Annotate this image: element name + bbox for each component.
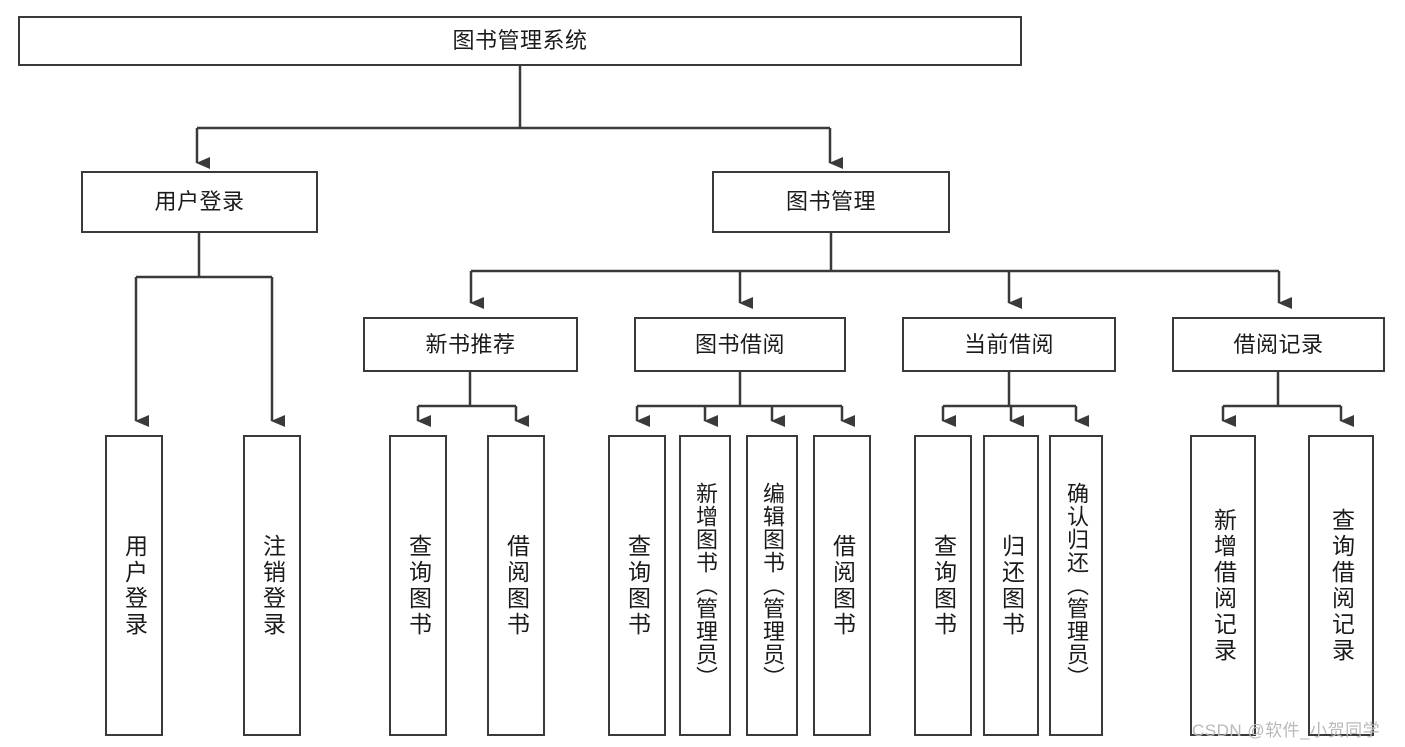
node-leaf-borrow-book-1-label: 借阅图书 [503, 533, 530, 638]
node-leaf-query-book-1-label: 查询图书 [405, 533, 432, 638]
node-leaf-query-borrow-record-label: 查询借阅记录 [1328, 507, 1355, 664]
node-leaf-edit-book-admin-label: 编辑图书（管理员） [760, 482, 785, 689]
node-user-login[interactable]: 用户登录 [81, 171, 318, 233]
node-leaf-confirm-return-admin-label: 确认归还（管理员） [1064, 482, 1089, 689]
node-leaf-return-book-label: 归还图书 [998, 533, 1025, 638]
edge-currentborrow-to-leaves [941, 372, 1089, 427]
node-leaf-user-login[interactable]: 用户登录 [105, 435, 163, 736]
node-leaf-borrow-book-1[interactable]: 借阅图书 [487, 435, 545, 736]
node-new-book-recommend-label: 新书推荐 [425, 331, 516, 357]
node-leaf-return-book[interactable]: 归还图书 [983, 435, 1039, 736]
node-leaf-borrow-book-2[interactable]: 借阅图书 [813, 435, 871, 736]
edge-bookborrow-to-leaves [635, 372, 855, 427]
node-leaf-add-book-admin-label: 新增图书（管理员） [693, 482, 718, 689]
node-leaf-add-borrow-record-label: 新增借阅记录 [1210, 507, 1237, 664]
node-borrow-record-label: 借阅记录 [1233, 331, 1324, 357]
node-leaf-user-login-label: 用户登录 [121, 533, 148, 638]
node-leaf-query-borrow-record[interactable]: 查询借阅记录 [1308, 435, 1374, 736]
node-leaf-add-book-admin[interactable]: 新增图书（管理员） [679, 435, 731, 736]
node-leaf-query-book-3-label: 查询图书 [930, 533, 957, 638]
node-book-manage-label: 图书管理 [785, 189, 876, 215]
node-root[interactable]: 图书管理系统 [18, 16, 1022, 66]
csdn-watermark: CSDN @软件_小贺同学 [1192, 721, 1381, 740]
edge-newbook-to-leaves [416, 372, 529, 427]
node-leaf-user-logout[interactable]: 注销登录 [243, 435, 301, 736]
node-leaf-edit-book-admin[interactable]: 编辑图书（管理员） [746, 435, 798, 736]
node-user-login-label: 用户登录 [154, 189, 245, 215]
node-leaf-query-book-1[interactable]: 查询图书 [389, 435, 447, 736]
node-book-manage[interactable]: 图书管理 [712, 171, 950, 233]
node-leaf-user-logout-label: 注销登录 [259, 533, 286, 638]
node-book-borrow-label: 图书借阅 [694, 331, 785, 357]
node-book-borrow[interactable]: 图书借阅 [634, 317, 846, 372]
node-leaf-query-book-2[interactable]: 查询图书 [608, 435, 666, 736]
node-borrow-record[interactable]: 借阅记录 [1172, 317, 1385, 372]
edge-bookmanage-to-level2 [469, 233, 1292, 309]
edge-borrowrecord-to-leaves [1221, 372, 1354, 427]
node-leaf-add-borrow-record[interactable]: 新增借阅记录 [1190, 435, 1256, 736]
node-current-borrow-label: 当前借阅 [963, 331, 1054, 357]
node-leaf-borrow-book-2-label: 借阅图书 [829, 533, 856, 638]
node-leaf-query-book-3[interactable]: 查询图书 [914, 435, 972, 736]
node-current-borrow[interactable]: 当前借阅 [902, 317, 1116, 372]
node-root-label: 图书管理系统 [452, 28, 588, 54]
edge-root-to-level1 [195, 66, 843, 169]
node-leaf-confirm-return-admin[interactable]: 确认归还（管理员） [1049, 435, 1103, 736]
node-new-book-recommend[interactable]: 新书推荐 [363, 317, 578, 372]
node-leaf-query-book-2-label: 查询图书 [624, 533, 651, 638]
edge-userlogin-to-leaves [134, 233, 285, 427]
